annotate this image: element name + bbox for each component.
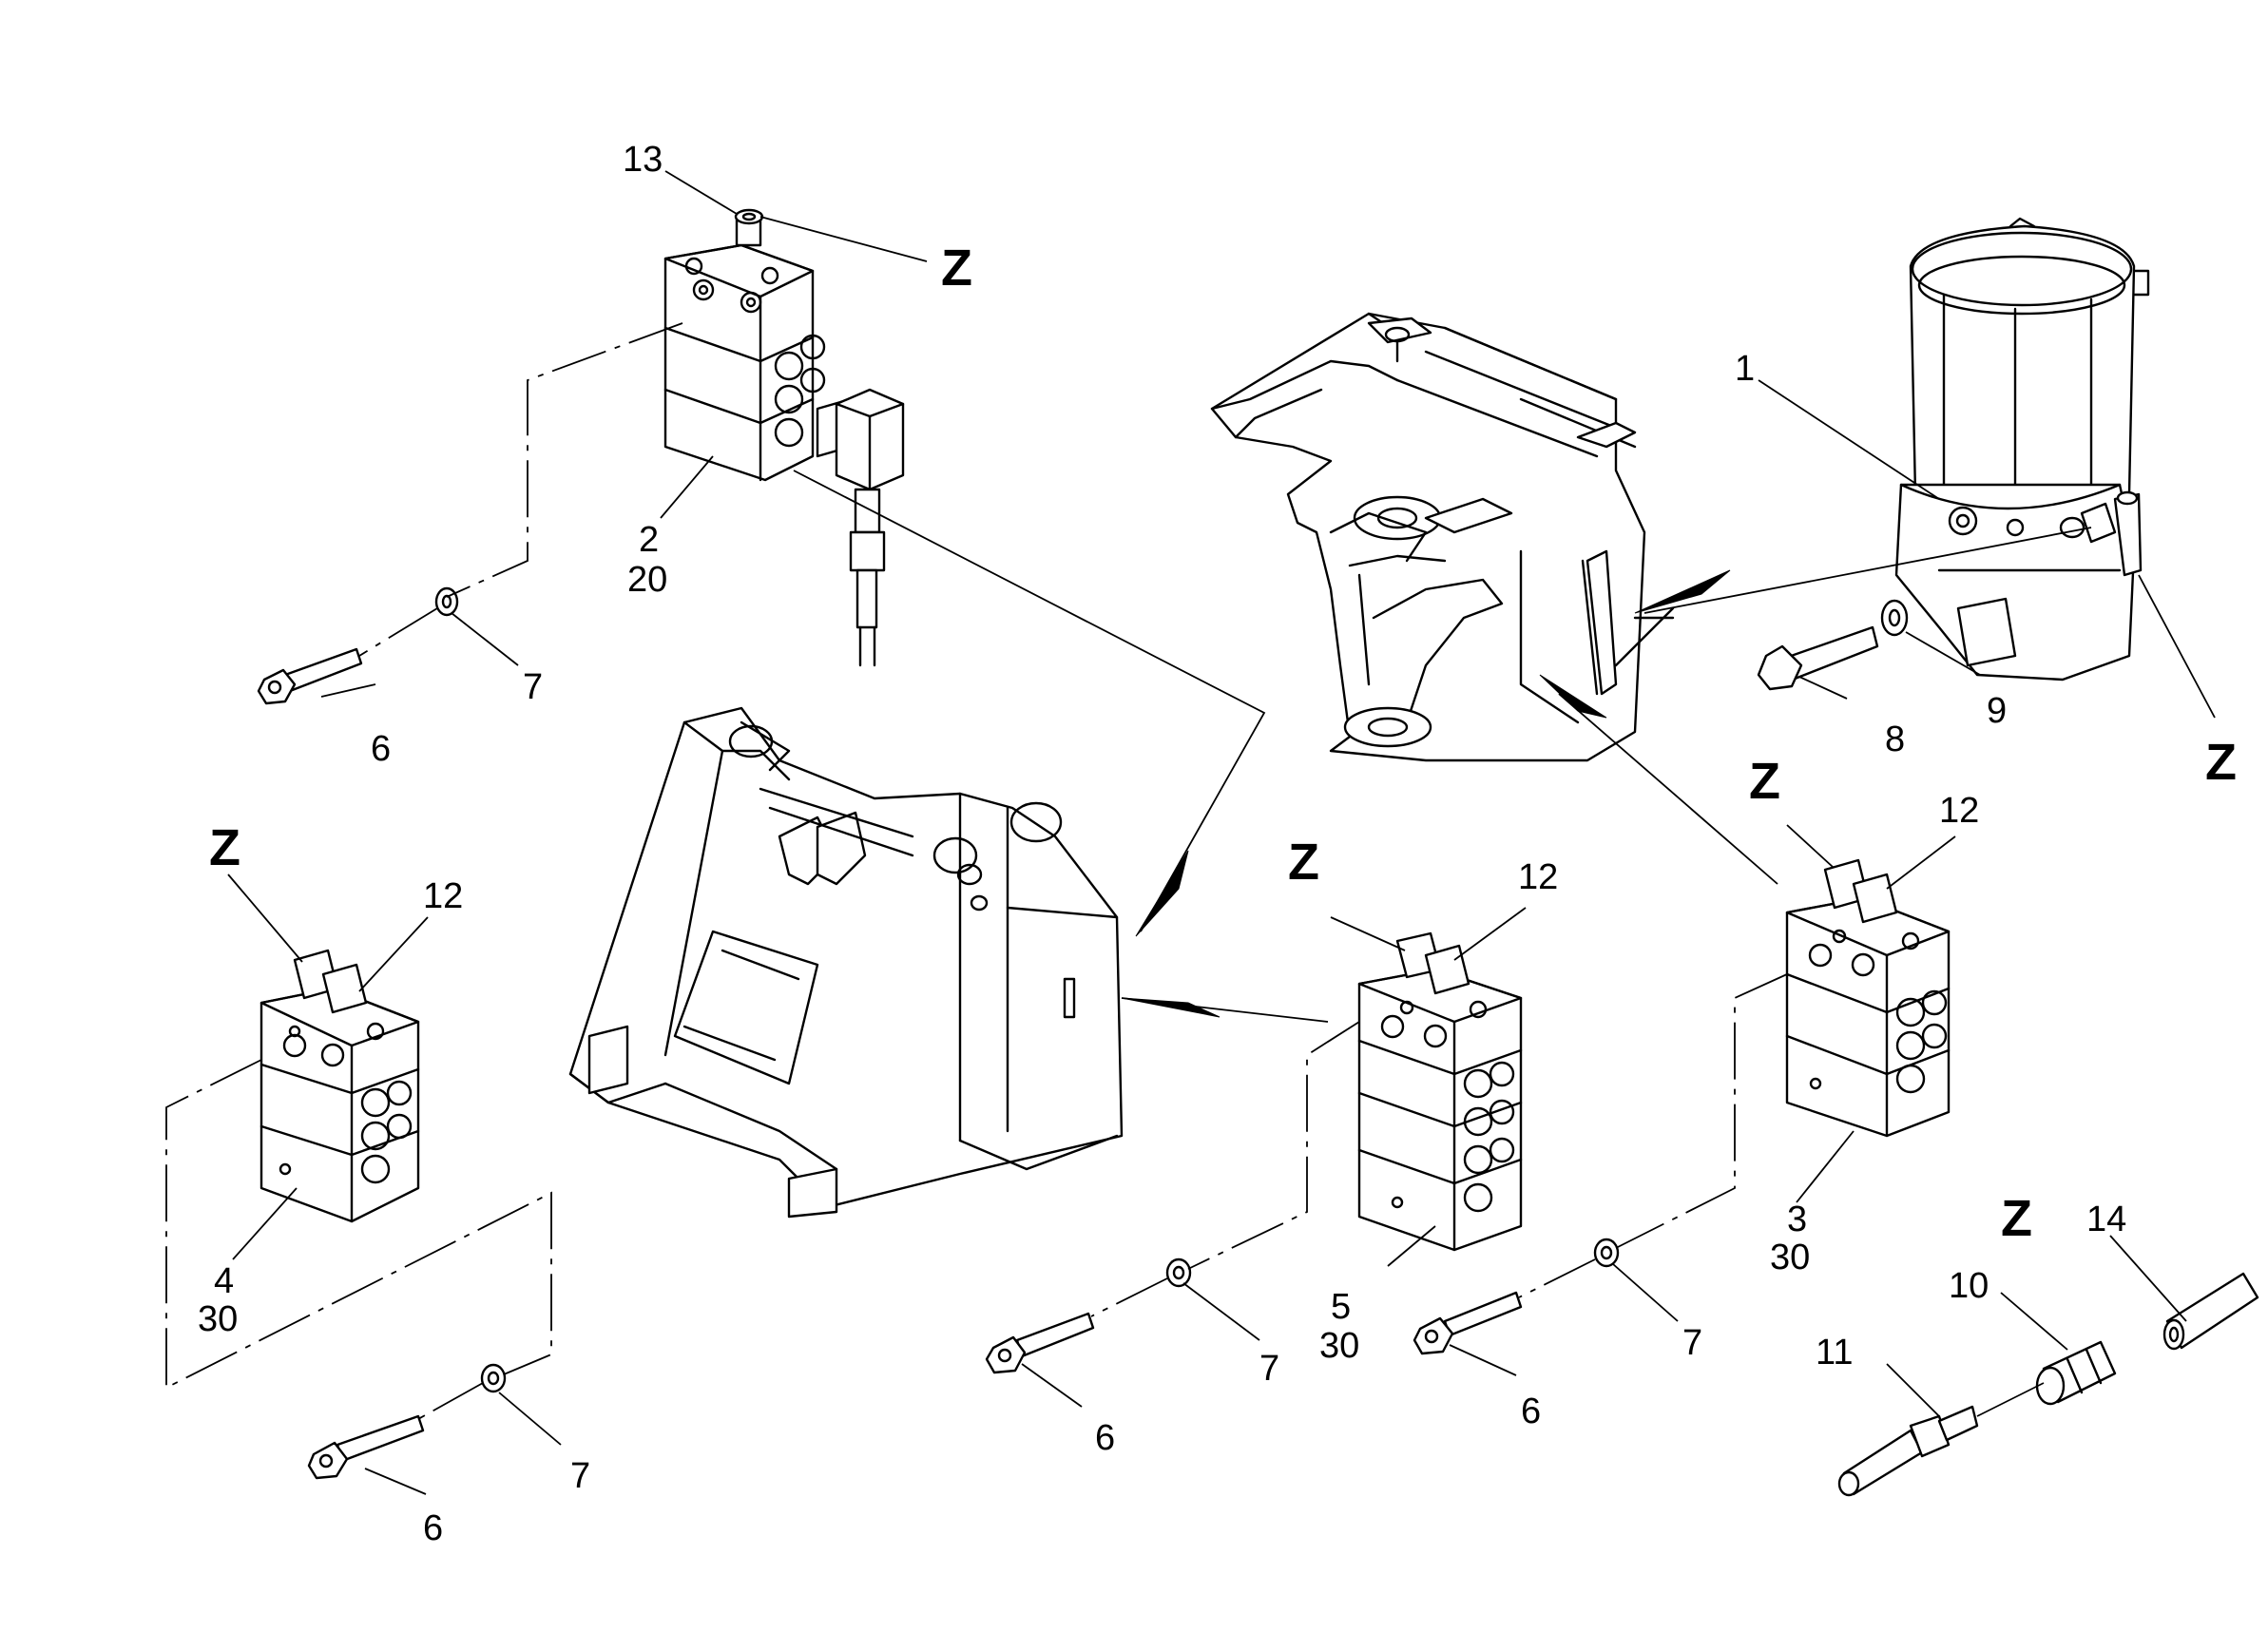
dash-line-top [358, 322, 683, 657]
leader-lines [227, 170, 2216, 1495]
label-7-top: 7 [523, 667, 543, 707]
bolt-6-top [257, 647, 363, 705]
label-30-right: 30 [1770, 1238, 1810, 1277]
label-7-center: 7 [1259, 1349, 1279, 1389]
fitting-11 [1837, 1382, 2045, 1497]
label-z-right: Z [1749, 753, 1780, 810]
frame-console [568, 706, 1124, 1219]
label-12-right: 12 [1939, 791, 1979, 831]
label-5: 5 [1331, 1287, 1351, 1327]
distributor-block-2 [663, 208, 905, 667]
label-6-right: 6 [1521, 1392, 1541, 1431]
dash-line-center [1090, 1021, 1360, 1317]
assembly-arrows [1121, 569, 1731, 1018]
label-20: 20 [627, 560, 667, 600]
part-labels: 13 Z 2 20 7 6 1 8 9 Z Z 12 4 30 7 6 Z 12… [198, 140, 2237, 1548]
distributor-block-4 [259, 949, 420, 1223]
washer-7-right [1593, 1238, 1620, 1268]
upper-frame [1210, 312, 1675, 762]
dash-line-left [165, 1059, 552, 1420]
label-6-top: 6 [371, 729, 391, 769]
label-z-center: Z [1288, 834, 1319, 891]
label-10: 10 [1949, 1266, 1989, 1306]
fitting-10 [2035, 1340, 2117, 1406]
label-30-center: 30 [1319, 1326, 1359, 1366]
pipe-14 [2162, 1272, 2259, 1351]
washer-7-left [480, 1363, 507, 1393]
label-7-left: 7 [570, 1456, 590, 1496]
bolt-6-left [307, 1414, 425, 1480]
washer-7-top [434, 586, 459, 617]
label-7-right: 7 [1682, 1323, 1702, 1363]
label-3: 3 [1787, 1200, 1807, 1239]
label-12-left: 12 [423, 876, 463, 916]
label-6-left: 6 [423, 1508, 443, 1548]
dash-line-right [1518, 973, 1788, 1298]
label-14: 14 [2086, 1200, 2126, 1239]
grease-pump [1894, 217, 2150, 682]
label-z-left: Z [209, 819, 240, 876]
bolt-8 [1757, 625, 1879, 691]
washer-7-center [1165, 1257, 1192, 1288]
label-11: 11 [1816, 1333, 1853, 1373]
label-13: 13 [623, 140, 663, 180]
label-2: 2 [639, 520, 659, 560]
label-4: 4 [214, 1261, 234, 1301]
label-8: 8 [1885, 720, 1905, 759]
washer-9 [1880, 599, 1909, 637]
distributor-block-3 [1785, 858, 1951, 1138]
label-12-center: 12 [1518, 857, 1558, 897]
label-1: 1 [1735, 349, 1755, 389]
distributor-block-5 [1357, 931, 1523, 1252]
label-z-fittings: Z [2001, 1190, 2032, 1247]
label-30-left: 30 [198, 1299, 238, 1339]
bolt-6-center [985, 1312, 1095, 1374]
label-z-pump: Z [2205, 734, 2237, 791]
label-9: 9 [1987, 691, 2007, 731]
bolt-6-right [1413, 1291, 1523, 1355]
label-6-center: 6 [1095, 1418, 1115, 1458]
label-z-top: Z [941, 240, 972, 297]
